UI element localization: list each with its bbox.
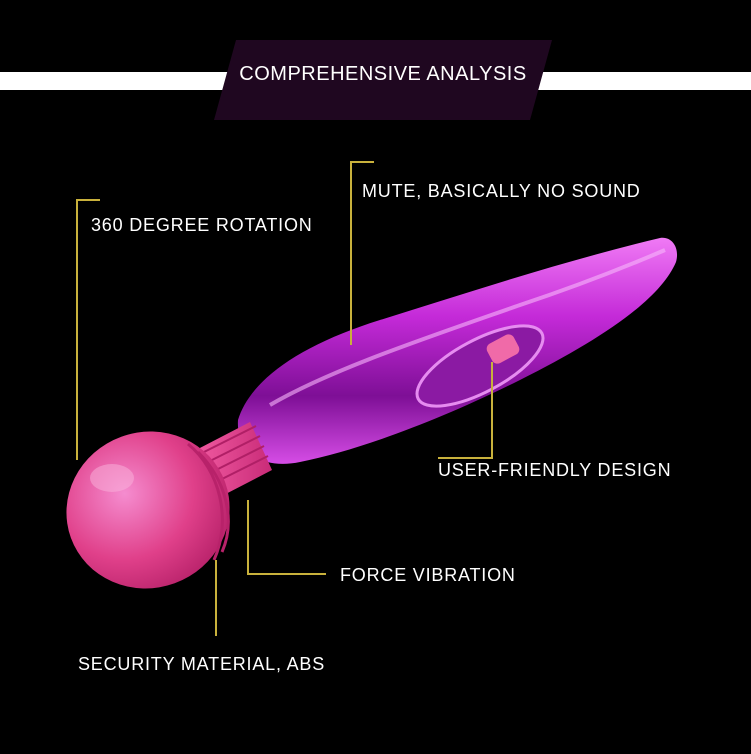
leader-line-rotation (76, 199, 100, 460)
banner-shape (214, 40, 552, 120)
leader-line-mute (350, 161, 374, 345)
banner-title: COMPREHENSIVE ANALYSIS (239, 63, 527, 85)
leader-line-vibration (247, 500, 326, 575)
leader-line-user-friendly (438, 362, 493, 459)
wand-body (237, 237, 678, 464)
callout-rotation: 360 DEGREE ROTATION (91, 215, 313, 235)
leader-lines (76, 161, 493, 636)
callout-user-friendly: USER-FRIENDLY DESIGN (438, 460, 672, 480)
callout-mute: MUTE, BASICALLY NO SOUND (362, 181, 641, 201)
callout-vibration: FORCE VIBRATION (340, 565, 516, 585)
callout-material: SECURITY MATERIAL, ABS (78, 654, 325, 674)
wand-head (66, 431, 230, 589)
